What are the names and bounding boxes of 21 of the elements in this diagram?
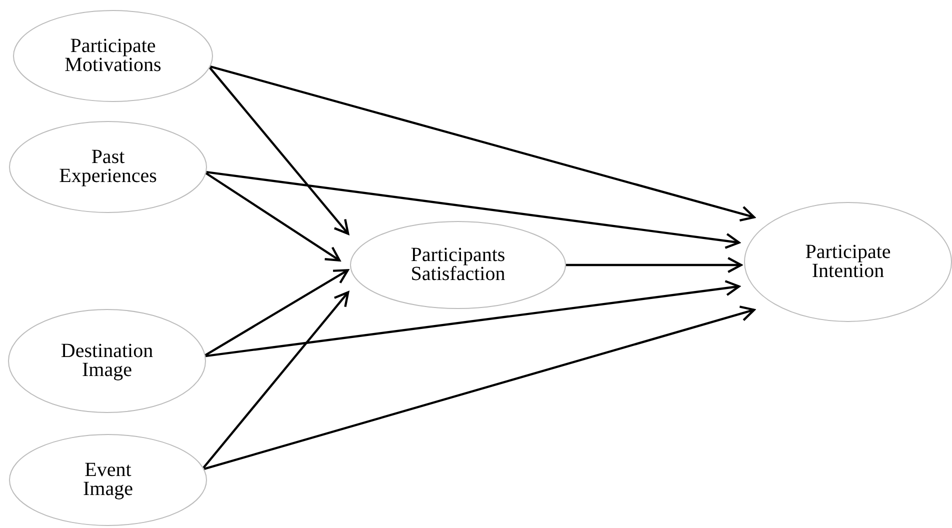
arrow bbox=[204, 269, 349, 356]
ellipse-node bbox=[744, 202, 952, 322]
node-label: Participants Satisfaction bbox=[410, 246, 506, 284]
arrow bbox=[566, 256, 742, 274]
arrow bbox=[205, 280, 740, 358]
ellipse-node bbox=[350, 221, 566, 309]
arrow bbox=[205, 172, 341, 262]
node-label: Destination Image bbox=[60, 342, 154, 380]
node-label: Past Experiences bbox=[59, 148, 157, 186]
arrow bbox=[208, 66, 350, 235]
node-label: Participate Motivations bbox=[64, 37, 162, 75]
arrow bbox=[206, 170, 740, 249]
ellipse-node bbox=[8, 309, 206, 413]
arrow bbox=[210, 65, 756, 222]
arrow bbox=[202, 291, 350, 468]
node-label: Participate Intention bbox=[805, 243, 891, 281]
ellipse-node bbox=[9, 434, 207, 526]
arrow bbox=[204, 306, 756, 470]
node-label: Event Image bbox=[83, 461, 133, 499]
ellipse-node bbox=[9, 121, 207, 213]
ellipse-node bbox=[13, 10, 213, 102]
